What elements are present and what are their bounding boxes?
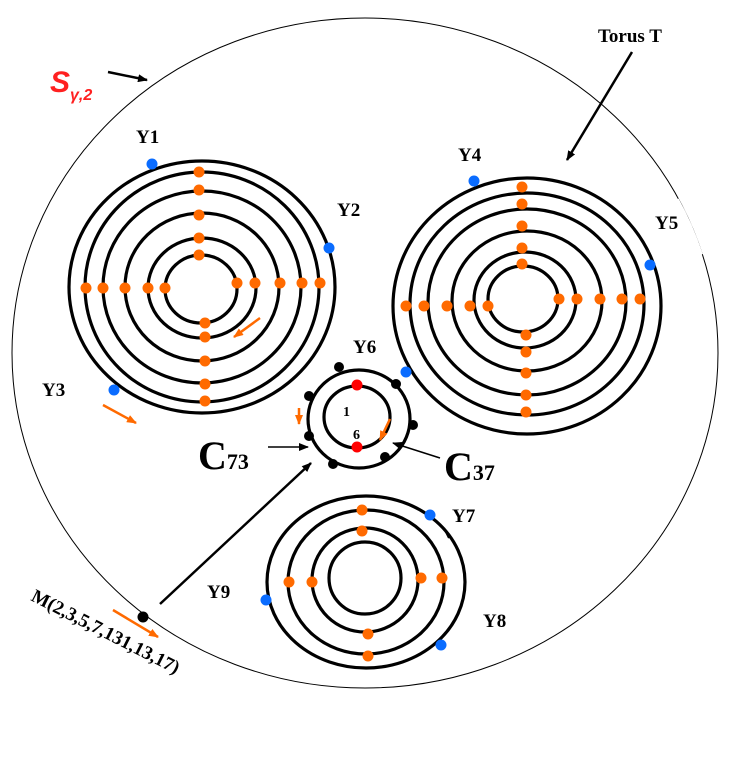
left-torus-dots	[80, 166, 326, 407]
label-y3: Y3	[42, 380, 65, 401]
label-y8: Y8	[483, 611, 506, 632]
inner-number-1: 1	[343, 405, 350, 420]
label-y9: Y9	[207, 582, 230, 603]
m-label: M(2,3,5,7,131,13,17)	[28, 586, 183, 679]
c37-arrow	[392, 441, 441, 459]
label-y6: Y6	[353, 337, 376, 358]
blue-points	[108, 158, 656, 651]
torus-arrow	[565, 51, 634, 161]
right-torus-dots	[400, 181, 646, 418]
m-point	[137, 611, 149, 623]
label-y2: Y2	[337, 200, 360, 221]
label-c73: C73	[198, 433, 249, 478]
sphere-arrow	[107, 70, 148, 83]
red-dot-bottom	[351, 441, 363, 453]
m-arrow	[159, 462, 312, 605]
label-y1: Y1	[136, 127, 159, 148]
inner-number-6: 6	[353, 428, 360, 443]
label-y4: Y4	[458, 145, 482, 166]
sphere-label: Sγ,2	[50, 66, 92, 104]
center-black-dots	[304, 362, 418, 469]
center-torus: 1 6	[295, 362, 418, 470]
right-torus	[391, 176, 663, 436]
red-dot-top	[351, 379, 363, 391]
left-torus	[67, 159, 337, 415]
y3-flow-arrow	[102, 403, 137, 425]
bottom-torus	[265, 494, 467, 670]
label-y5: Y5	[655, 213, 678, 234]
label-c37: C37	[444, 444, 495, 489]
m-flow-arrow	[112, 608, 159, 639]
label-y7: Y7	[452, 506, 476, 527]
bottom-torus-dots	[283, 504, 448, 662]
sphere-outline	[11, 17, 719, 689]
torus-label: Torus T	[598, 26, 662, 47]
